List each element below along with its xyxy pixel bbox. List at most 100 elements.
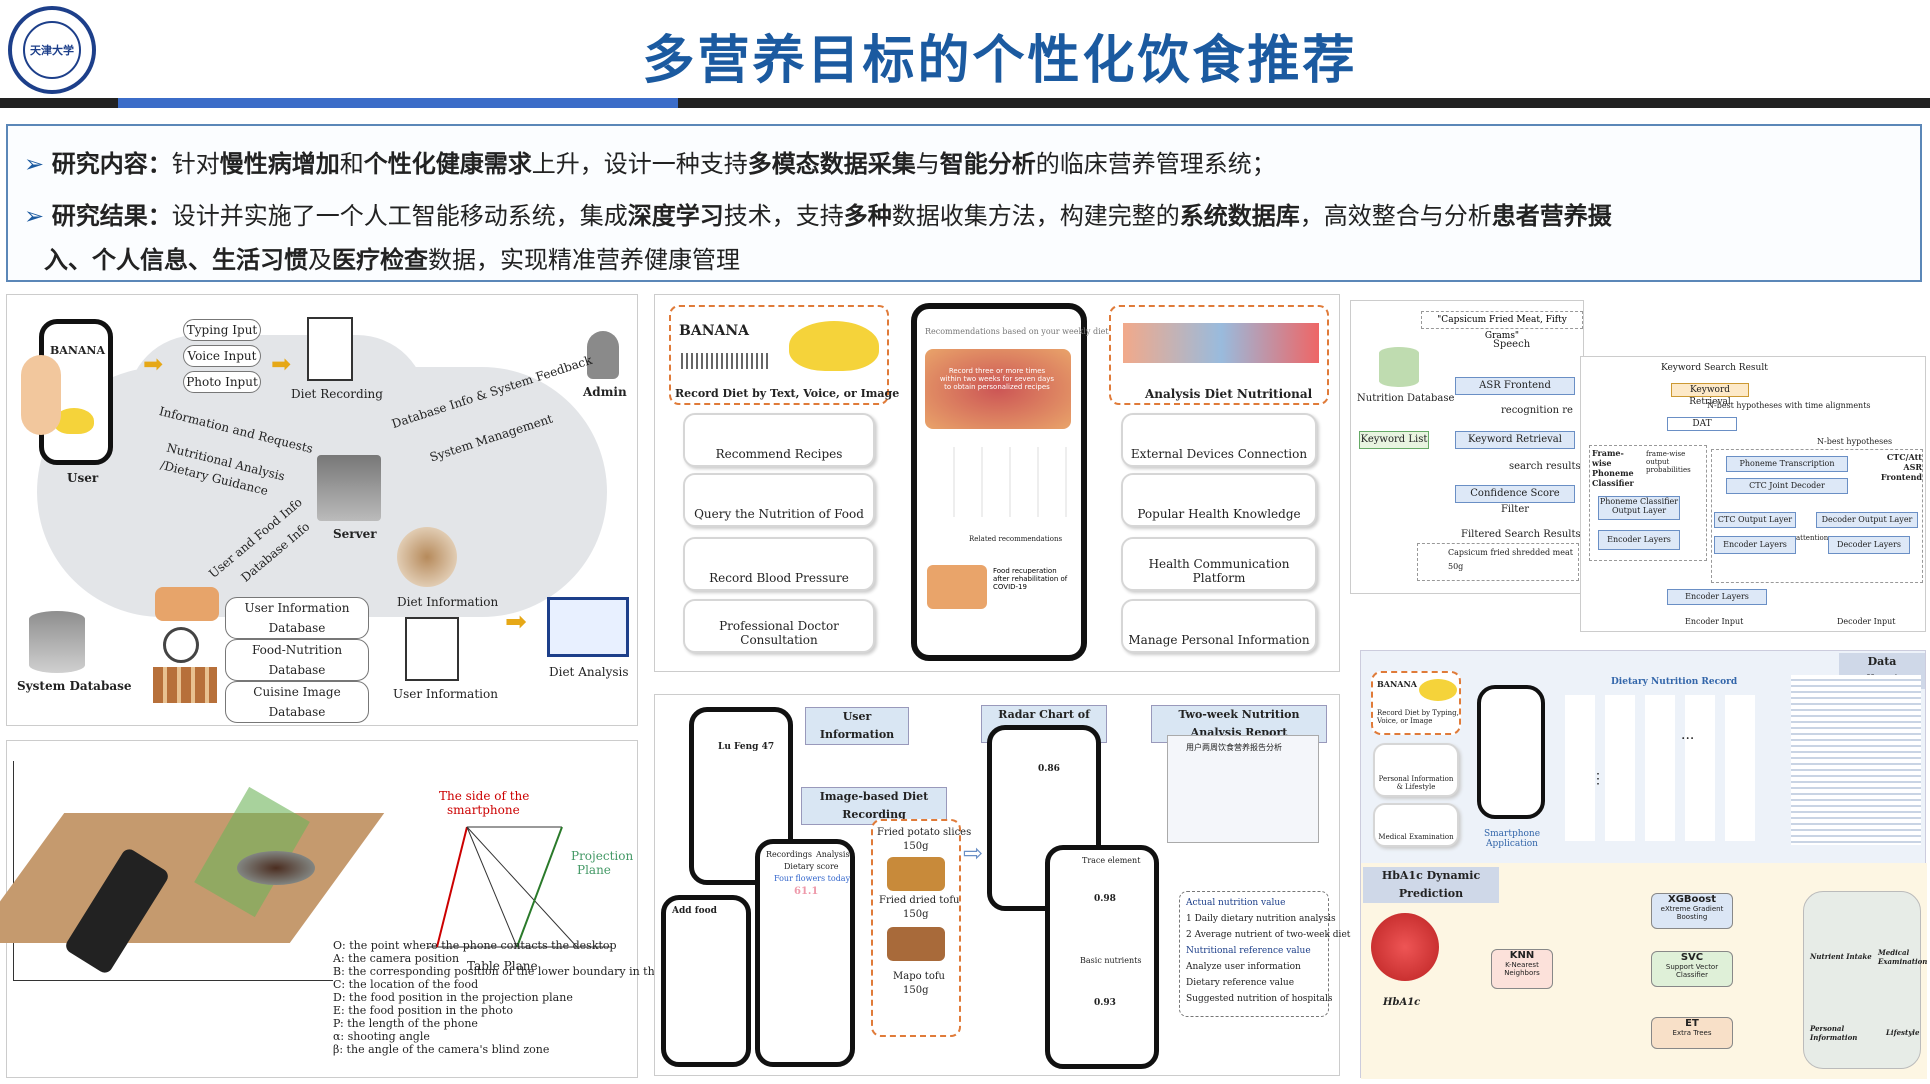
model-desc: Extra Trees: [1672, 1029, 1712, 1037]
magnifier-icon: [163, 627, 199, 663]
model-desc: K-Nearest Neighbors: [1504, 961, 1540, 977]
four-flowers-label: Four flowers today: [774, 874, 851, 883]
encoder-box: Encoder Layers: [1714, 536, 1796, 554]
feature-label: Medical Examination: [1878, 948, 1928, 966]
legend-item: Dietary reference value: [1186, 978, 1295, 988]
analysis-label: Analysis Diet Nutritional: [1145, 387, 1313, 401]
bold-text: 个性化健康需求: [363, 150, 532, 178]
card-label: External Devices Connection: [1130, 447, 1308, 461]
bold-text: 多种: [843, 202, 892, 230]
recognition-label: recognition re: [1501, 405, 1573, 416]
doctor-consultation-card: Professional Doctor Consultation: [683, 599, 875, 653]
card-label: Personal Information & Lifestyle: [1378, 775, 1454, 791]
radar-value: 0.98: [1094, 894, 1116, 904]
speech-label: Speech: [1493, 339, 1531, 350]
legend-item: E: the food position in the photo: [333, 1004, 513, 1017]
report-title: 用户两周饮食营养报告分析: [1186, 743, 1282, 752]
banana-icon: [789, 321, 879, 371]
food-label: Mapo tofu: [893, 971, 945, 982]
medical-exam-card: Medical Examination: [1373, 803, 1459, 847]
server-icon: [317, 455, 381, 521]
model-name: XGBoost: [1667, 894, 1716, 905]
food-weight: 150g: [903, 841, 929, 852]
text: ，高效整合与分析: [1299, 202, 1492, 230]
food-image: [887, 927, 945, 961]
decoder-input-label: Decoder Input: [1837, 617, 1896, 626]
health-knowledge-card: Popular Health Knowledge: [1121, 473, 1317, 527]
logo-text: 天津大学: [23, 21, 81, 79]
result-text: Capsicum fried shredded meat: [1448, 548, 1573, 557]
attention-label: attention: [1796, 534, 1829, 542]
ellipsis-icon: ···: [1681, 731, 1695, 747]
trace-phone: Trace element 0.98 Basic nutrients 0.93: [1045, 845, 1159, 1069]
header-accent-bar: [118, 98, 678, 108]
voice-query: "Capsicum Fried Meat, Fifty Grams": [1421, 311, 1583, 341]
legend-item: Actual nutrition value: [1186, 898, 1286, 908]
card-label: Medical Examination: [1378, 833, 1454, 841]
search-text: BANANA: [1377, 679, 1418, 689]
legend-item: D: the food position in the projection p…: [333, 991, 573, 1004]
legend-box: Actual nutrition value 1 Daily dietary n…: [1179, 891, 1350, 1017]
decoder-output-box: Decoder Output Layer: [1816, 512, 1918, 528]
ml-panel: Data Collection BANANA Record Diet by Ty…: [1360, 650, 1928, 1079]
confidence-box: Confidence Score Filter: [1455, 485, 1575, 515]
bold-text: 患者营养摄: [1491, 202, 1612, 230]
bullet-icon: ➢: [24, 202, 52, 230]
bold-text: 入、个人信息、生活习惯: [44, 246, 308, 274]
kw-search-label: Keyword Search Result: [1661, 363, 1768, 373]
server-label: Server: [333, 527, 377, 541]
ctc-joint-box: CTC Joint Decoder: [1726, 478, 1848, 494]
kw-retrieval-box: Keyword Retrieval: [1671, 383, 1749, 407]
text: 针对: [171, 150, 220, 178]
text: 数据，实现精准营养健康管理: [428, 246, 740, 274]
keyword-retrieval-box: Keyword Retrieval: [1455, 431, 1575, 449]
legend-item: A: the camera position: [333, 952, 460, 965]
monitor-chart-icon: [547, 597, 629, 657]
database-icon: [1379, 347, 1419, 387]
ellipsis-icon: ⋮: [1591, 771, 1605, 787]
text: 技术，支持: [723, 202, 844, 230]
phone-side-label-2: smartphone: [447, 803, 520, 817]
user-name: Lu Feng 47: [718, 742, 775, 752]
bold-text: 医疗检查: [332, 246, 428, 274]
nbest-label: N-best hypotheses with time alignments: [1707, 401, 1871, 410]
admin-label: Admin: [583, 385, 627, 399]
photo-input-tag: Photo Input: [183, 371, 261, 393]
tab-analysis: Analysis: [816, 850, 850, 859]
ctc-output-box: CTC Output Layer: [1714, 512, 1796, 528]
legend-item: B: the corresponding position of the low…: [333, 965, 697, 978]
voice-wave-icon: [681, 353, 771, 369]
trace-label: Trace element: [1082, 856, 1141, 865]
page-title: 多营养目标的个性化饮食推荐: [642, 31, 1358, 91]
recommend-recipes-card: Recommend Recipes: [683, 413, 875, 467]
analysis-card: Analysis Diet Nutritional: [1109, 305, 1329, 405]
bold-text: 系统数据库: [1179, 202, 1300, 230]
food-label: Fried potato slices: [877, 827, 972, 838]
bold-text: 慢性病增加: [219, 150, 340, 178]
legend-item: O: the point where the phone contacts th…: [333, 939, 617, 952]
result-weight: 50g: [1448, 562, 1464, 571]
search-results-label: search results: [1509, 461, 1581, 472]
dietary-score-label: Dietary score: [784, 862, 839, 871]
record-diet-card: BANANA Record Diet by Text, Voice, or Im…: [669, 305, 899, 405]
fw-prob-label: frame-wise output probabilities: [1646, 450, 1691, 474]
voice-input-tag: Voice Input: [183, 345, 261, 367]
phone-header: Recommendations based on your weekly die…: [925, 327, 1113, 336]
text: 与: [915, 150, 940, 178]
geometry-legend: O: the point where the phone contacts th…: [333, 939, 697, 1056]
axes: [13, 761, 333, 981]
dat-box: DAT: [1667, 417, 1737, 431]
phone-side-label: The side of the: [439, 789, 530, 803]
clipboard-icon: [307, 317, 353, 381]
radar-value: 0.86: [1038, 764, 1060, 774]
recordings-phone: Recordings Analysis Dietary score Four f…: [755, 839, 855, 1067]
app-functions-panel: BANANA Record Diet by Text, Voice, or Im…: [654, 294, 1340, 672]
text: 的临床营养管理系统；: [1035, 150, 1276, 178]
card-label: Popular Health Knowledge: [1137, 507, 1301, 521]
encoder-box: Encoder Layers: [1598, 530, 1680, 550]
text: 和: [339, 150, 364, 178]
search-text: BANANA: [679, 323, 750, 339]
asr-panel: "Capsicum Fried Meat, Fifty Grams" Speec…: [1350, 300, 1584, 594]
